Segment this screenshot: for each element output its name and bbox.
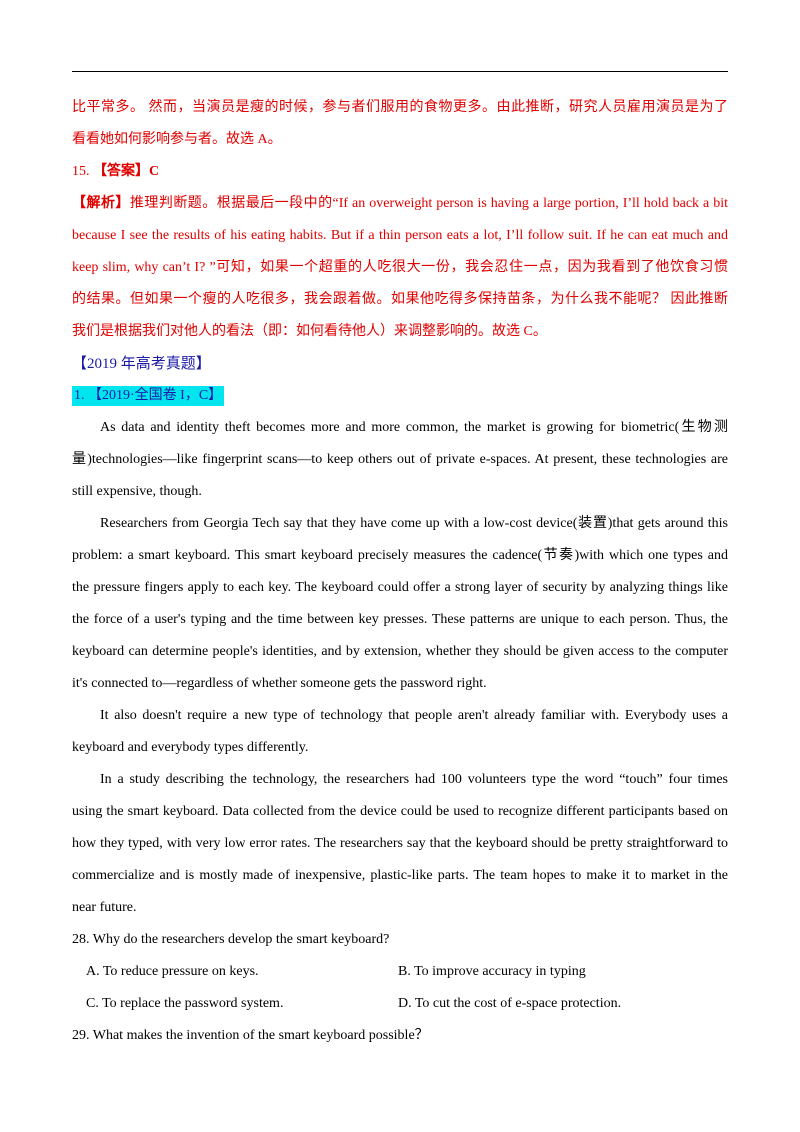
analysis-line: because I see the results of his eating … bbox=[72, 228, 728, 243]
exam-tag-row: 1. 【2019·全国卷 I，C】 bbox=[72, 380, 728, 412]
option-d: D. To cut the cost of e-space protection… bbox=[398, 996, 622, 1011]
options-row: A. To reduce pressure on keys. B. To imp… bbox=[72, 956, 728, 988]
analysis-line: 【解析】推理判断题。根据最后一段中的“If an overweight pers… bbox=[72, 196, 728, 211]
analysis-line: 我们是根据我们对他人的看法（即：如何看待他人）来调整影响的。故选 C。 bbox=[72, 324, 547, 339]
passage-line: still expensive, though. bbox=[72, 484, 202, 499]
passage-line: 量)technologies—like fingerprint scans—to… bbox=[72, 452, 728, 467]
passage-line: the force of a user's typing and the tim… bbox=[72, 612, 728, 627]
question-29-stem: 29. What makes the invention of the smar… bbox=[72, 1028, 429, 1043]
passage-line: using the smart keyboard. Data collected… bbox=[72, 804, 728, 819]
analysis-line: 的结果。但如果一个瘦的人吃很多，我会跟着做。如果他吃得多保持苗条，为什么我不能呢… bbox=[72, 292, 728, 307]
passage-line: In a study describing the technology, th… bbox=[100, 772, 728, 787]
analysis-label: 【解析】 bbox=[72, 196, 130, 211]
passage-line: As data and identity theft becomes more … bbox=[100, 420, 728, 435]
passage-line: Researchers from Georgia Tech say that t… bbox=[100, 516, 728, 531]
answer-15: 15. 【答案】C bbox=[72, 156, 728, 188]
option-a: A. To reduce pressure on keys. bbox=[86, 964, 259, 979]
options-row: C. To replace the password system. D. To… bbox=[72, 988, 728, 1020]
answer-label: 【答案】 bbox=[93, 164, 149, 179]
option-c: C. To replace the password system. bbox=[86, 996, 284, 1011]
document-body: 比平常多。 然而，当演员是瘦的时候，参与者们服用的食物更多。由此推断，研究人员雇… bbox=[72, 92, 728, 1052]
passage-line: problem: a smart keyboard. This smart ke… bbox=[72, 548, 728, 563]
analysis-line: keep slim, why can’t I? ”可知，如果一个超重的人吃很大一… bbox=[72, 260, 728, 275]
section-title: 【2019 年高考真题】 bbox=[72, 356, 211, 372]
header-rule bbox=[72, 71, 728, 72]
exam-tag: 1. 【2019·全国卷 I，C】 bbox=[72, 386, 225, 406]
passage-line: near future. bbox=[72, 900, 137, 915]
answer-value: C bbox=[149, 164, 160, 179]
analysis-line: 比平常多。 然而，当演员是瘦的时候，参与者们服用的食物更多。由此推断，研究人员雇… bbox=[72, 100, 728, 115]
passage-line: keyboard can determine people's identiti… bbox=[72, 644, 728, 659]
passage-line: It also doesn't require a new type of te… bbox=[100, 708, 728, 723]
passage-line: how they typed, with very low error rate… bbox=[72, 836, 728, 851]
passage-line: keyboard and everybody types differently… bbox=[72, 740, 309, 755]
passage-line: the pressure fingers apply to each key. … bbox=[72, 580, 728, 595]
analysis-line: 看看她如何影响参与者。故选 A。 bbox=[72, 132, 282, 147]
passage-line: commercialize and is mostly made of inex… bbox=[72, 868, 728, 883]
passage-line: it's connected to—regardless of whether … bbox=[72, 676, 487, 691]
option-b: B. To improve accuracy in typing bbox=[398, 964, 586, 979]
question-number: 15. bbox=[72, 164, 90, 179]
question-28-stem: 28. Why do the researchers develop the s… bbox=[72, 932, 390, 947]
